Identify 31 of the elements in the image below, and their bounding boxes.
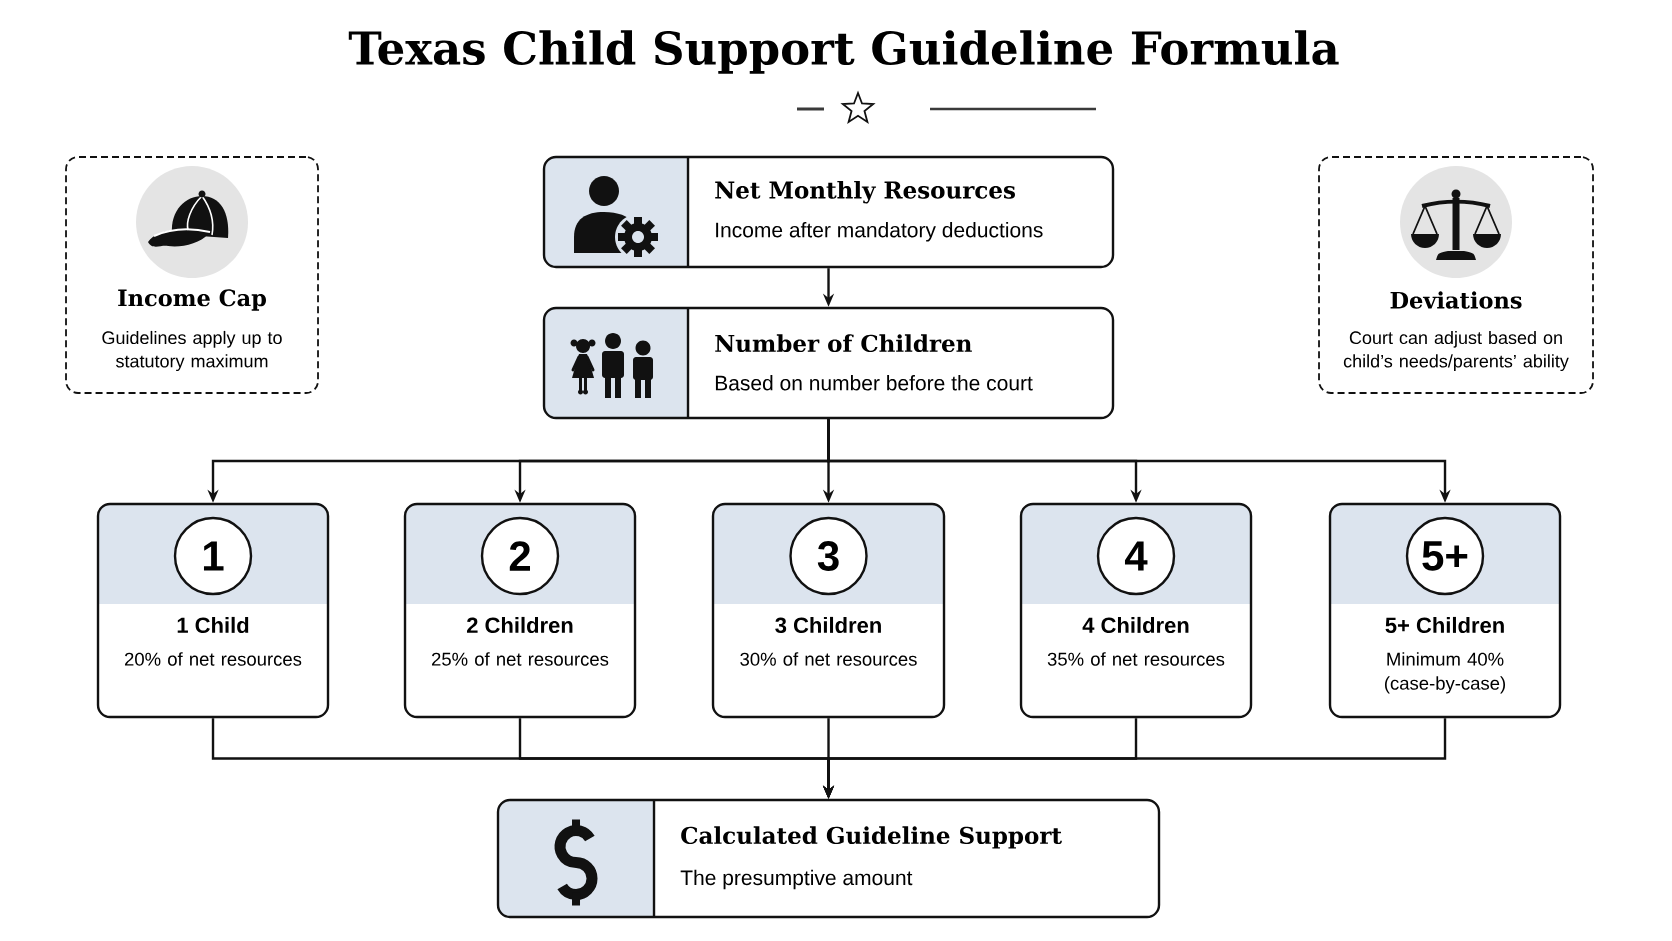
card-title: Deviations	[1390, 291, 1522, 309]
tier-title: 2 Children	[467, 616, 573, 634]
tier-text: 20% of net resources	[125, 652, 302, 666]
process-box	[542, 306, 1115, 420]
note-card	[65, 156, 319, 394]
tier-text: 35% of net resources	[1047, 652, 1225, 666]
note-card	[1318, 156, 1594, 394]
tier-text: 30% of net resources	[740, 652, 917, 666]
box-text: Based on number before the court	[715, 375, 1033, 391]
card-text: Court can adjust based on child’s needs/parents’ ability	[1343, 330, 1569, 372]
tier-title: 4 Children	[1082, 616, 1189, 634]
box-title: Net Monthly Resources	[715, 180, 1015, 204]
tier-box	[403, 502, 637, 719]
tier-title: 3 Children	[775, 616, 881, 634]
tier-box	[711, 502, 946, 719]
tier-box	[96, 502, 330, 719]
process-box	[496, 798, 1161, 919]
box-title: Calculated Guideline Support	[681, 826, 1062, 849]
card-text: Guidelines apply up to statutory maximum	[102, 330, 282, 372]
tier-box	[1019, 502, 1253, 719]
box-text: The presumptive amount	[680, 869, 913, 890]
process-box	[542, 155, 1115, 269]
box-title: Number of Children	[715, 334, 972, 353]
tier-text: Minimum 40% (case-by-case)	[1385, 652, 1505, 694]
title: Texas Child Support Guideline Formula	[348, 30, 1339, 74]
tier-title: 1 Child	[177, 616, 249, 634]
tier-text: 25% of net resources	[432, 652, 609, 666]
tier-box	[1328, 502, 1562, 719]
tier-title: 5+ Children	[1385, 616, 1504, 634]
card-title: Income Cap	[118, 289, 266, 311]
box-text: Income after mandatory deductions	[716, 222, 1043, 242]
